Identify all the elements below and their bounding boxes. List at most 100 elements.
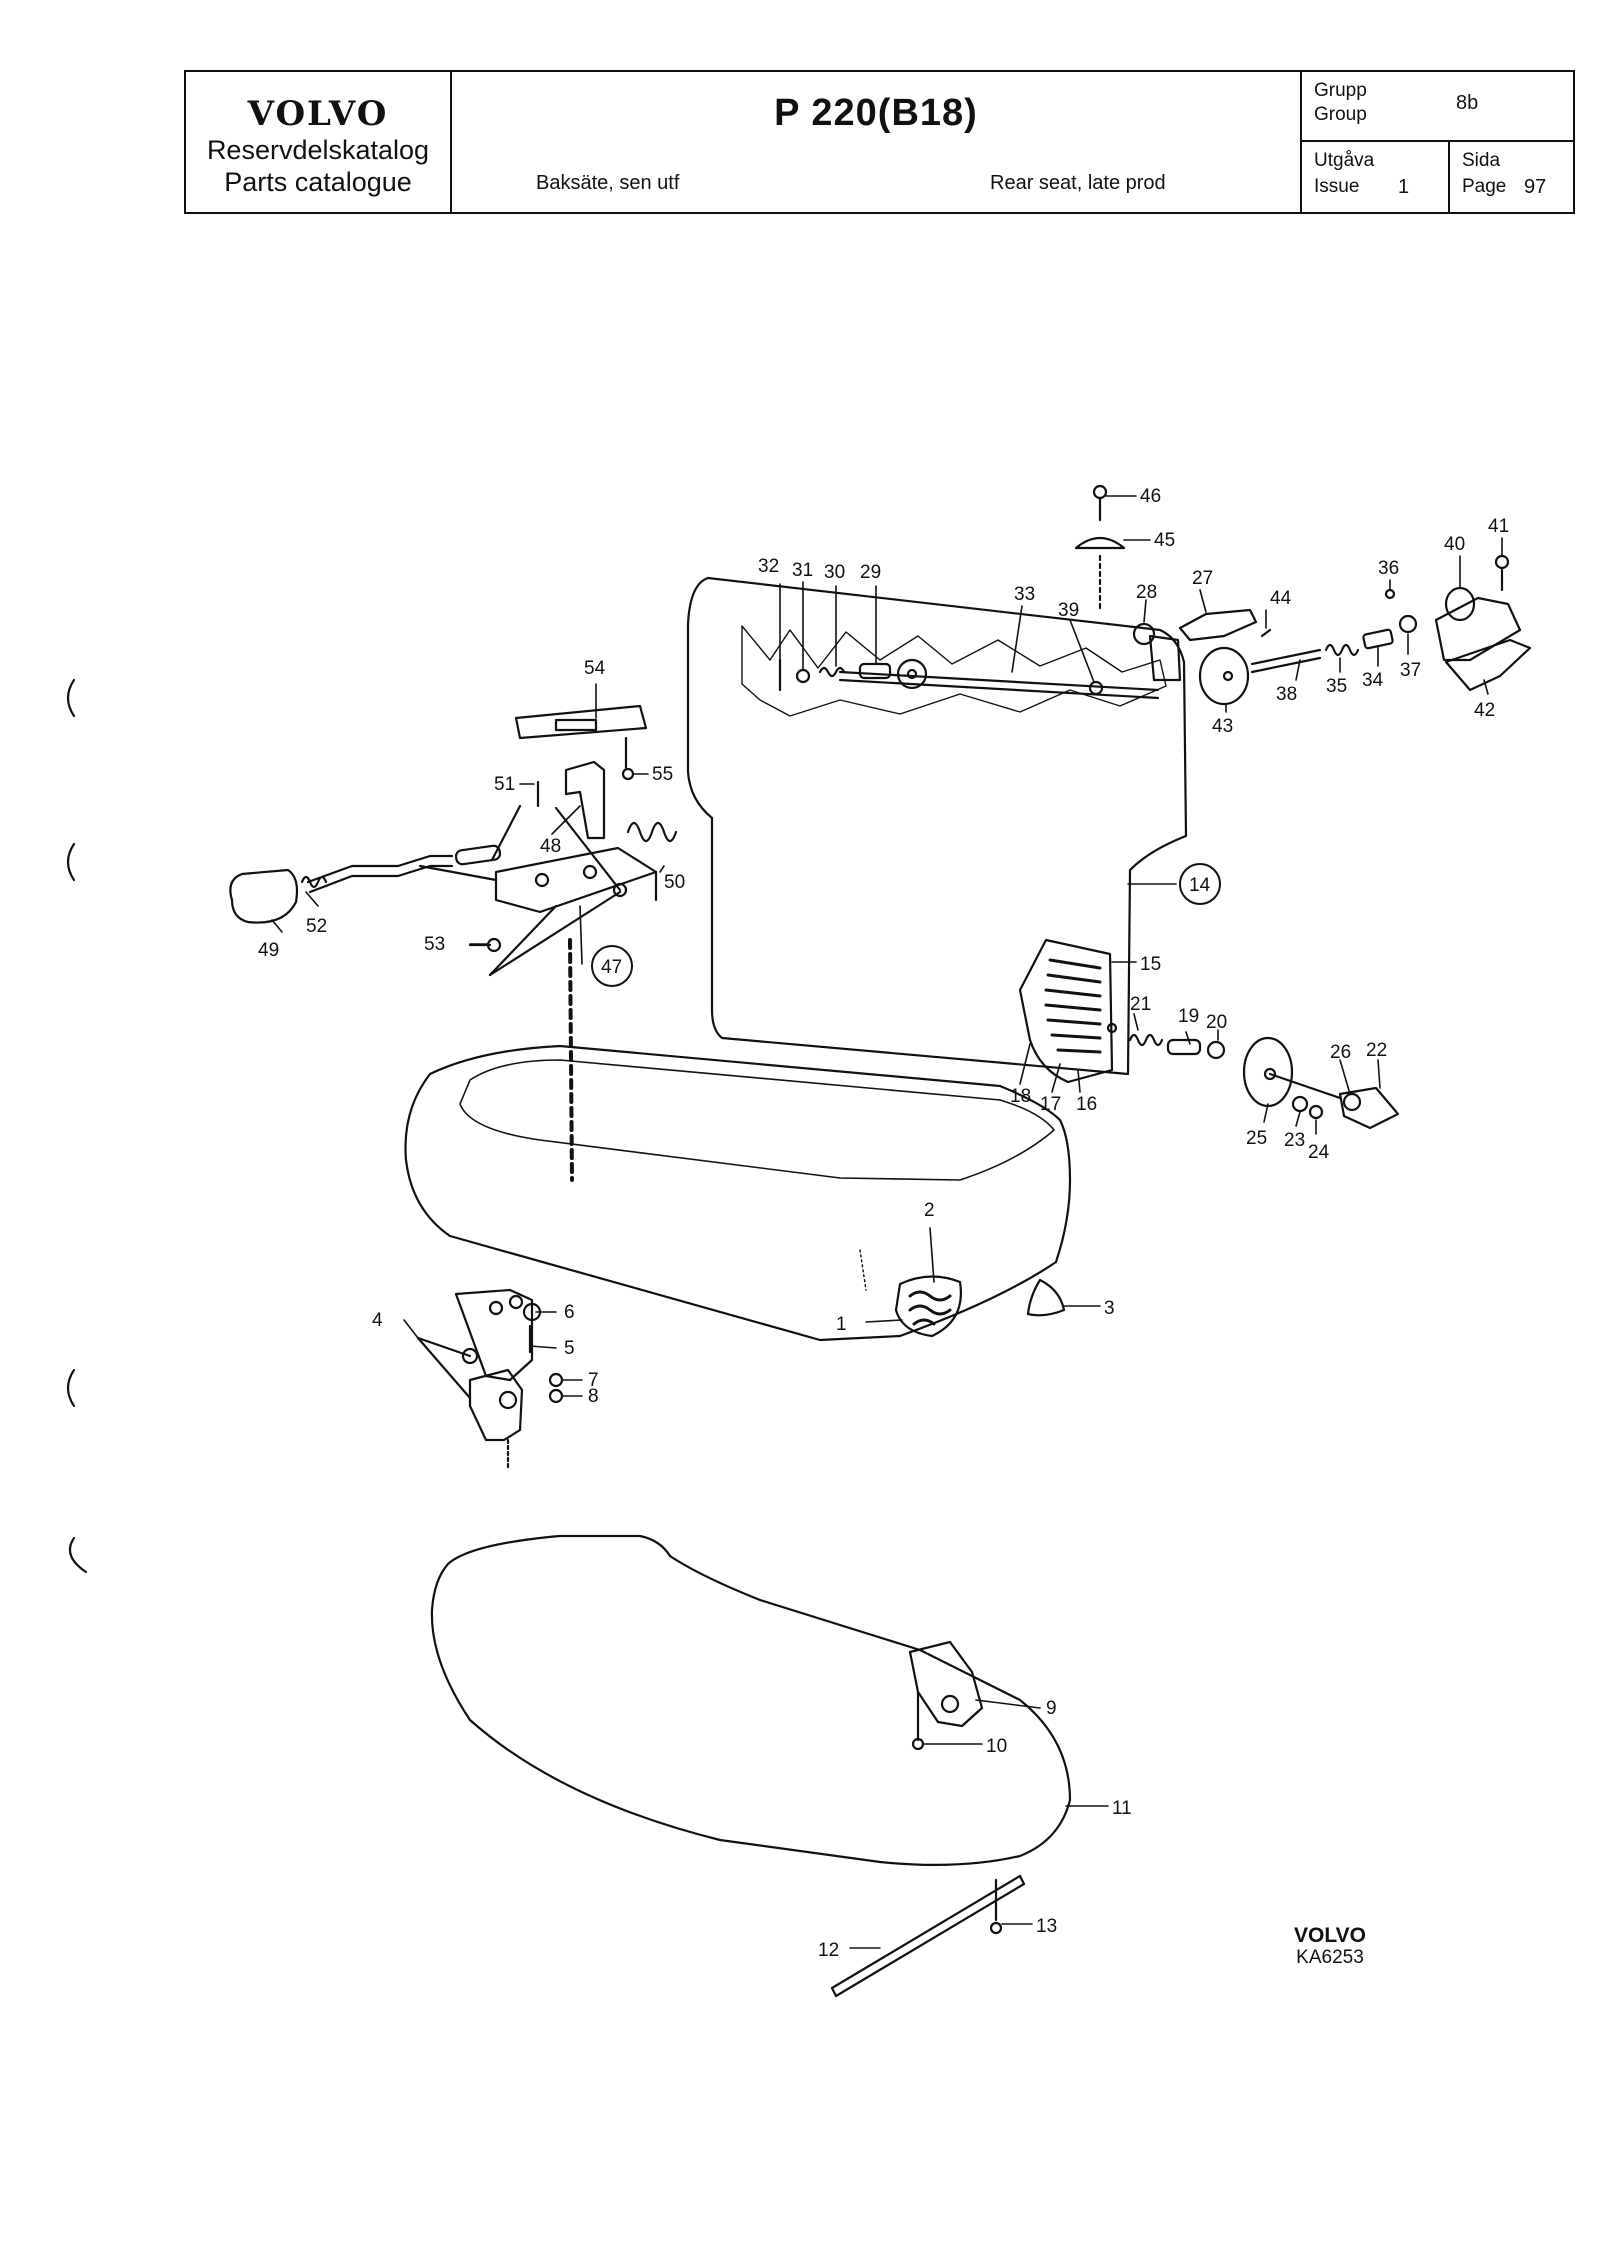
callout-13: 13 — [1036, 1916, 1057, 1937]
binder-hole-mark — [66, 678, 76, 718]
binder-hole-mark — [68, 1536, 88, 1574]
screw-46 — [1092, 484, 1108, 500]
brand-block: VOLVO Reservdelskatalog Parts catalogue — [186, 72, 452, 212]
sleeve — [454, 844, 502, 866]
volvo-logo: VOLVO — [247, 94, 389, 134]
callout-30: 30 — [824, 562, 845, 583]
callout-46: 46 — [1140, 486, 1161, 507]
callout-54: 54 — [584, 658, 606, 679]
callout-19: 19 — [1178, 1006, 1199, 1027]
callout-25: 25 — [1246, 1128, 1267, 1149]
model-name: P 220(B18) — [774, 92, 978, 134]
hinge-arm — [468, 1368, 524, 1442]
hook-48 — [564, 760, 606, 840]
callout-53: 53 — [424, 934, 445, 955]
callout-21: 21 — [1130, 994, 1151, 1015]
callout-35: 35 — [1326, 676, 1347, 697]
washer-31 — [795, 668, 811, 684]
callout-6: 6 — [564, 1302, 575, 1323]
callout-17: 17 — [1040, 1094, 1061, 1115]
issue-label-en: Issue — [1314, 176, 1360, 197]
spring-21 — [1128, 1033, 1164, 1047]
callout-43: 43 — [1212, 716, 1233, 737]
callout-10: 10 — [986, 1736, 1007, 1757]
callout-24: 24 — [1308, 1142, 1330, 1163]
spring-50 — [626, 821, 678, 843]
callout-45: 45 — [1154, 530, 1175, 551]
binder-hole-mark — [66, 1368, 76, 1408]
callout-29: 29 — [860, 562, 881, 583]
page-cell: Sida Page 97 — [1450, 142, 1573, 212]
issue-label-sv: Utgåva — [1314, 150, 1375, 171]
callout-41: 41 — [1488, 516, 1509, 537]
knob-49 — [229, 868, 299, 924]
nut-28 — [1132, 622, 1156, 646]
callout-5: 5 — [564, 1338, 575, 1359]
callout-34: 34 — [1362, 670, 1384, 691]
issue-value: 1 — [1398, 176, 1410, 198]
reference-brand: VOLVO — [1294, 1924, 1366, 1947]
callout-15: 15 — [1140, 954, 1161, 975]
latch-rod-33 — [838, 670, 1160, 692]
callout-31: 31 — [792, 560, 813, 581]
guide-39 — [1088, 680, 1104, 696]
callout-47: 47 — [601, 957, 622, 978]
callout-38: 38 — [1276, 684, 1297, 705]
bracket-27 — [1178, 608, 1258, 642]
callout-40: 40 — [1444, 534, 1465, 555]
washer-20 — [1206, 1040, 1226, 1060]
clip-30 — [858, 662, 892, 680]
group-cell: Grupp Group 8b — [1302, 72, 1573, 142]
callout-39: 39 — [1058, 600, 1079, 621]
ball-36 — [1384, 588, 1396, 600]
leader-lines — [271, 495, 1503, 1949]
catalog-title-en: Parts catalogue — [224, 167, 412, 197]
callout-36: 36 — [1378, 558, 1399, 579]
callout-20: 20 — [1206, 1012, 1227, 1033]
rod-38 — [1250, 648, 1322, 666]
spring-31 — [818, 666, 846, 678]
callout-33: 33 — [1014, 584, 1035, 605]
backrest-cutaway — [741, 625, 1167, 717]
callout-2: 2 — [924, 1200, 935, 1221]
callout-4: 4 — [372, 1310, 383, 1331]
callout-9: 9 — [1046, 1698, 1057, 1719]
spring-52 — [300, 875, 328, 889]
catch-40 — [1434, 596, 1522, 662]
latch-plate-29 — [896, 658, 928, 690]
issue-cell: Utgåva Issue 1 — [1302, 142, 1450, 212]
sleeve-34 — [1362, 628, 1394, 650]
callout-circle-47 — [591, 945, 633, 987]
page-label-en: Page — [1462, 176, 1507, 197]
callout-1: 1 — [836, 1314, 847, 1335]
group-label-en: Group — [1314, 104, 1367, 125]
washer-8 — [548, 1388, 564, 1404]
callout-51: 51 — [494, 774, 515, 795]
callout-44: 44 — [1270, 588, 1292, 609]
cap-45 — [1074, 536, 1126, 550]
page-label-sv: Sida — [1462, 150, 1501, 171]
title-block: P 220(B18) Baksäte, sen utf Rear seat, l… — [452, 72, 1302, 212]
callout-circle-14 — [1179, 863, 1221, 905]
seat-bottom-cushion — [430, 1534, 1072, 1866]
callout-23: 23 — [1284, 1130, 1305, 1151]
group-value: 8b — [1456, 92, 1479, 114]
reference-code: KA6253 — [1296, 1947, 1364, 1968]
callout-27: 27 — [1192, 568, 1213, 589]
callout-55: 55 — [652, 764, 673, 785]
lever-rod — [306, 854, 454, 884]
callout-28: 28 — [1136, 582, 1157, 603]
callout-3: 3 — [1104, 1298, 1115, 1319]
section-title-sv: Baksäte, sen utf — [536, 172, 680, 194]
callout-16: 16 — [1076, 1094, 1097, 1115]
catalog-title-sv: Reservdelskatalog — [206, 135, 430, 165]
callout-7: 7 — [588, 1370, 599, 1391]
group-label-sv: Grupp — [1314, 80, 1367, 101]
bushing-37 — [1398, 614, 1418, 634]
callout-12: 12 — [818, 1940, 839, 1961]
callout-50: 50 — [664, 872, 685, 893]
seat-cushion — [404, 1044, 1072, 1342]
binder-hole-mark — [66, 842, 76, 882]
pin-18 — [1106, 1022, 1118, 1034]
callout-labels: 1 2 3 4 5 6 7 8 9 10 11 12 13 14 15 16 1… — [258, 486, 1509, 1961]
